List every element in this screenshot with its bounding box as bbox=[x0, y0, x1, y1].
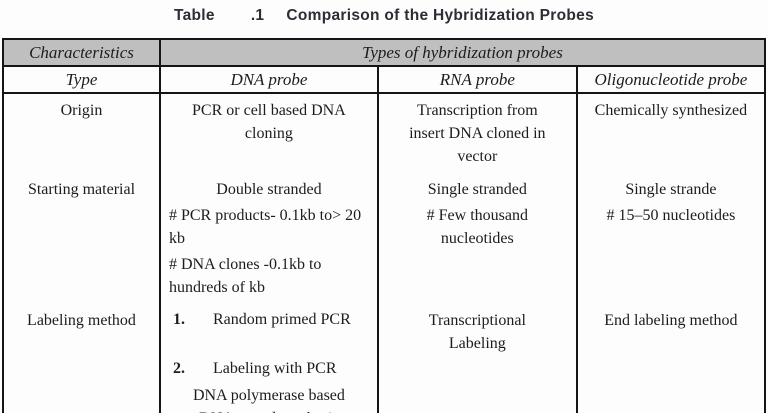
origin-label-cell: Origin bbox=[2, 93, 161, 173]
labeling-dna-item-1-text: Random primed PCR bbox=[212, 311, 351, 328]
table-caption: Table .1 Comparison of the Hybridization P… bbox=[0, 7, 768, 25]
type-header-row: Type DNA probe RNA probe Oligonucleotide… bbox=[2, 65, 767, 94]
starting-material-label-cell: Starting material bbox=[2, 173, 161, 304]
starting-material-rna-strand: Single stranded bbox=[427, 181, 527, 198]
starting-material-oligo-size: # 15–50 nucleotides bbox=[606, 207, 736, 224]
labeling-method-row: Labeling method 1. Random primed PCR 2. … bbox=[2, 304, 767, 413]
starting-material-rna-cell: Single stranded # Few thousand nucleotid… bbox=[376, 173, 578, 304]
starting-material-dna-clones: # DNA clones -0.1kb to hundreds of kb bbox=[168, 256, 322, 296]
labeling-dna-note: DNA polymerase based DNA strand synthesi… bbox=[192, 387, 345, 413]
labeling-method-label-cell: Labeling method bbox=[2, 304, 161, 413]
starting-material-label: Starting material bbox=[27, 181, 136, 198]
labeling-dna-item-2: 2. Labeling with PCR bbox=[167, 357, 371, 380]
labeling-method-oligo-cell: End labeling method bbox=[575, 304, 767, 413]
labeling-method-label: Labeling method bbox=[27, 312, 136, 329]
starting-material-oligo-cell: Single strande # 15–50 nucleotides bbox=[575, 173, 767, 304]
starting-material-row: Starting material Double stranded # PCR … bbox=[2, 173, 767, 304]
labeling-oligo-text: End labeling method bbox=[604, 312, 738, 329]
starting-material-oligo-strand: Single strande bbox=[625, 181, 717, 198]
origin-rna-cell: Transcription from insert DNA cloned in … bbox=[376, 93, 578, 173]
labeling-method-dna-cell: 1. Random primed PCR 2. Labeling with PC… bbox=[158, 304, 379, 413]
starting-material-dna-strand: Double stranded bbox=[216, 181, 322, 198]
starting-material-dna-cell: Double stranded # PCR products- 0.1kb to… bbox=[158, 173, 379, 304]
caption-table-number: .1 bbox=[250, 7, 265, 24]
labeling-dna-item-2-text: Labeling with PCR bbox=[212, 360, 337, 377]
origin-oligo-text: Chemically synthesized bbox=[594, 102, 748, 119]
labeling-dna-item-1: 1. Random primed PCR bbox=[167, 308, 371, 331]
type-cell-rna-probe: RNA probe bbox=[376, 65, 578, 94]
header-cell-types-span: Types of hybridization probes bbox=[158, 38, 767, 67]
header-cell-characteristics: Characteristics bbox=[2, 38, 161, 67]
labeling-dna-item-1-number: 1. bbox=[172, 311, 185, 328]
hybridization-probes-table: Characteristics Types of hybridization p… bbox=[2, 38, 767, 413]
labeling-rna-text: Transcriptional Labeling bbox=[428, 312, 526, 352]
type-cell-oligonucleotide-probe: Oligonucleotide probe bbox=[575, 65, 767, 94]
caption-title-text: Comparison of the Hybridization Probes bbox=[286, 7, 595, 24]
caption-table-word: Table bbox=[173, 7, 215, 24]
origin-rna-text: Transcription from insert DNA cloned in … bbox=[409, 102, 546, 165]
table-header-row: Characteristics Types of hybridization p… bbox=[2, 38, 767, 67]
labeling-dna-item-2-number: 2. bbox=[172, 360, 185, 377]
type-row-label: Type bbox=[2, 65, 161, 94]
origin-dna-cell: PCR or cell based DNA cloning bbox=[158, 93, 379, 173]
starting-material-rna-size: # Few thousand nucleotides bbox=[426, 207, 528, 247]
labeling-method-rna-cell: Transcriptional Labeling bbox=[376, 304, 578, 413]
type-cell-dna-probe: DNA probe bbox=[158, 65, 379, 94]
origin-oligo-cell: Chemically synthesized bbox=[575, 93, 767, 173]
starting-material-dna-pcr-products: # PCR products- 0.1kb to> 20 kb bbox=[168, 207, 362, 247]
origin-row: Origin PCR or cell based DNA cloning Tra… bbox=[2, 93, 767, 173]
origin-dna-text: PCR or cell based DNA cloning bbox=[192, 102, 346, 142]
origin-label: Origin bbox=[60, 102, 103, 119]
